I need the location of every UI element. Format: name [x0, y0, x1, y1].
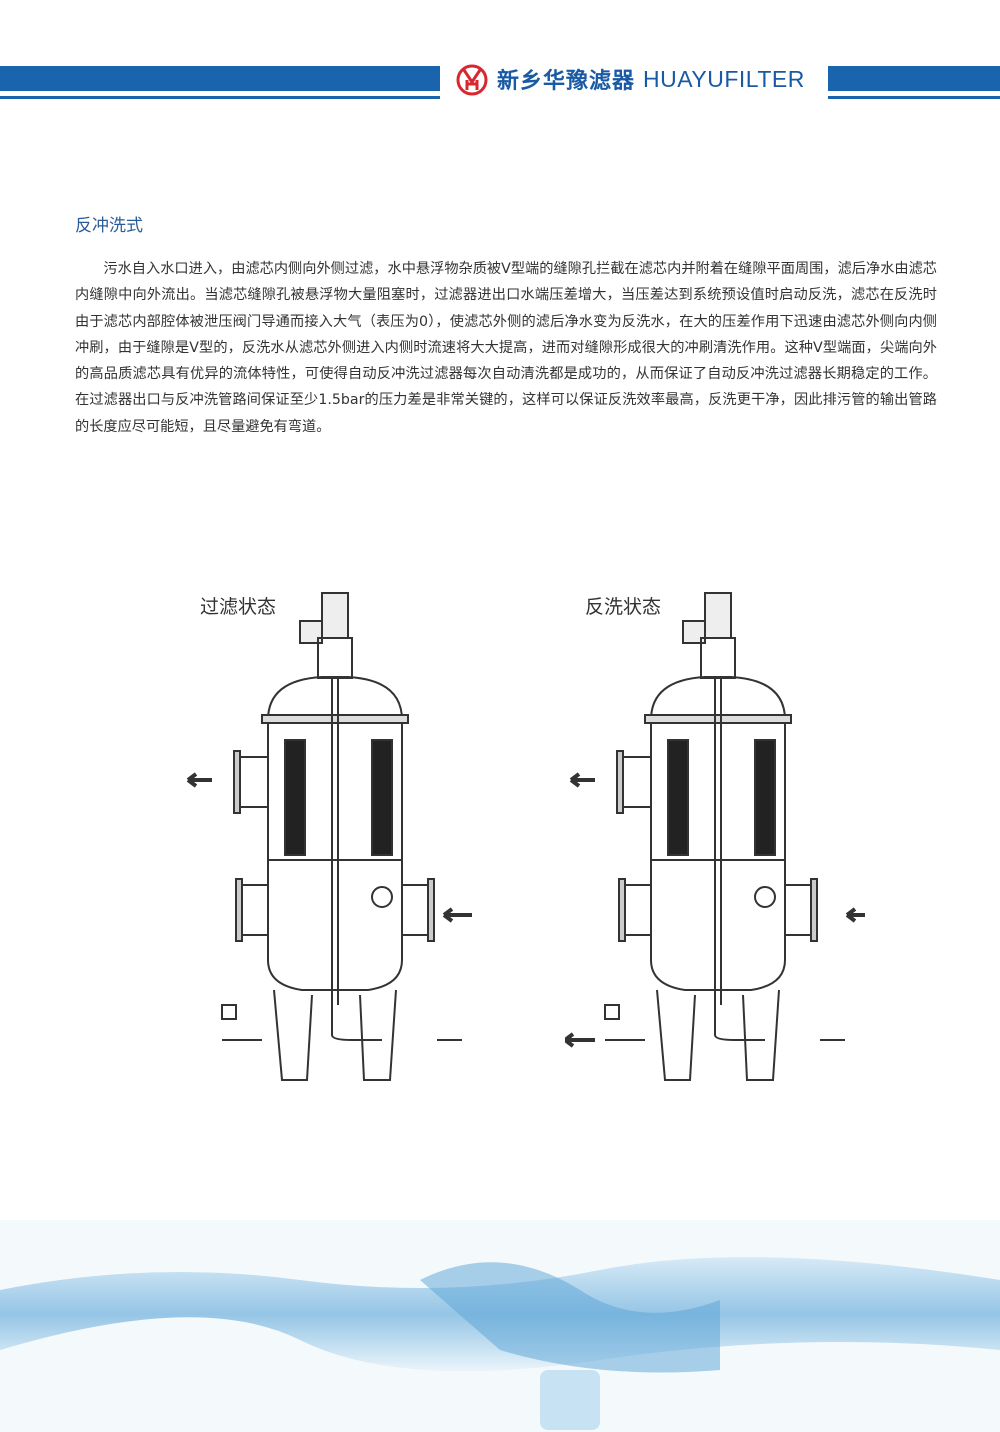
water-splash-decoration	[0, 1220, 1000, 1432]
brand-name-en: HUAYUFILTER	[643, 65, 805, 92]
filter-state-diagram	[186, 591, 472, 1082]
section-title: 反冲洗式	[75, 216, 143, 236]
header-bar-left	[0, 66, 440, 91]
brand-name-cn: 新乡华豫滤器	[497, 69, 636, 94]
header-bar-right	[828, 66, 1000, 91]
header-line-right	[828, 96, 1000, 99]
brand-logo: 新乡华豫滤器 HUAYUFILTER	[455, 62, 805, 96]
diagram-label-filtering: 过滤状态	[200, 596, 277, 618]
diagram-label-backwash: 反洗状态	[585, 596, 662, 618]
header-line-left	[0, 96, 440, 99]
logo-icon	[456, 64, 488, 96]
section-body: 污水自入水口进入，由滤芯内侧向外侧过滤，水中悬浮物杂质被V型端的缝隙孔拦截在滤芯…	[75, 261, 937, 435]
backwash-state-diagram	[565, 591, 865, 1082]
